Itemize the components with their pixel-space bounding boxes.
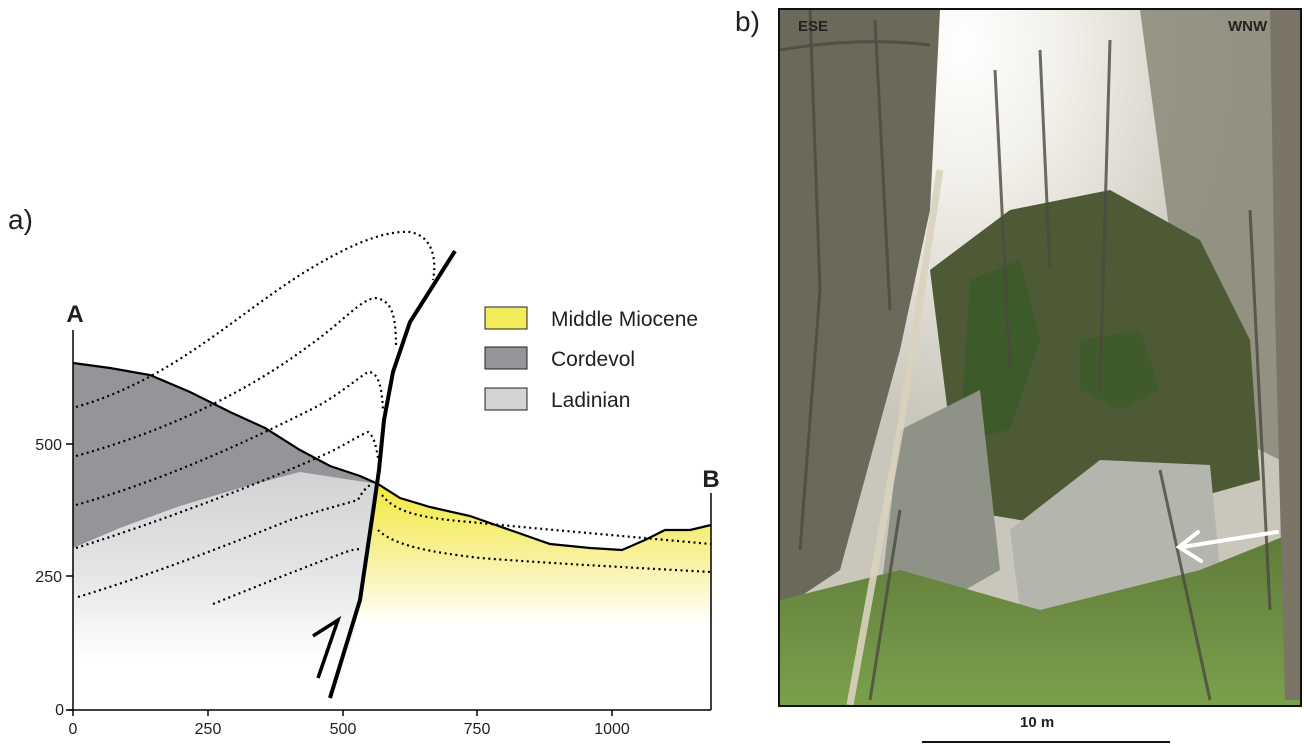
ladinian-unit: [73, 466, 378, 660]
legend-swatch-cordevol: [484, 346, 528, 370]
x-tick-label: 250: [195, 721, 222, 738]
cordevol-unit: [73, 363, 378, 548]
x-tick-label: 500: [330, 721, 357, 738]
scale-bar-label: 10 m: [1020, 714, 1055, 731]
topographic-profile: [72, 361, 712, 552]
y-tick-label: 0: [55, 702, 64, 719]
y-tick-label: 250: [35, 569, 62, 586]
legend-swatch-ladinian: [484, 387, 528, 411]
legend-label-middle-miocene: Middle Miocene: [551, 308, 698, 331]
middle-miocene-unit: [355, 484, 711, 625]
fault-movement-arrow-icon: [312, 615, 342, 679]
panel-a-label: a): [8, 204, 33, 235]
y-tick-label: 500: [35, 437, 62, 454]
legend-swatch-middle-miocene: [484, 306, 528, 330]
section-end-label: B: [702, 466, 719, 493]
x-tick-label: 750: [464, 721, 491, 738]
fault-line: [328, 249, 457, 699]
panel-b-label: b): [735, 6, 760, 37]
scale-bar: [922, 741, 1170, 743]
outcrop-photo: [778, 8, 1302, 707]
axes: [66, 330, 712, 716]
section-start-label: A: [66, 301, 83, 328]
legend-label-ladinian: Ladinian: [551, 389, 630, 412]
bedding-traces: [75, 230, 712, 606]
cross-section-diagram: 500 250 0 0 250 500 750 1000 A B Middle …: [35, 230, 720, 738]
left-orientation-label: ESE: [798, 18, 829, 35]
legend-label-cordevol: Cordevol: [551, 348, 635, 371]
legend: Middle Miocene Cordevol Ladinian: [484, 306, 698, 412]
right-orientation-label: WNW: [1228, 18, 1268, 35]
x-tick-label: 1000: [594, 721, 630, 738]
x-tick-label: 0: [69, 721, 78, 738]
